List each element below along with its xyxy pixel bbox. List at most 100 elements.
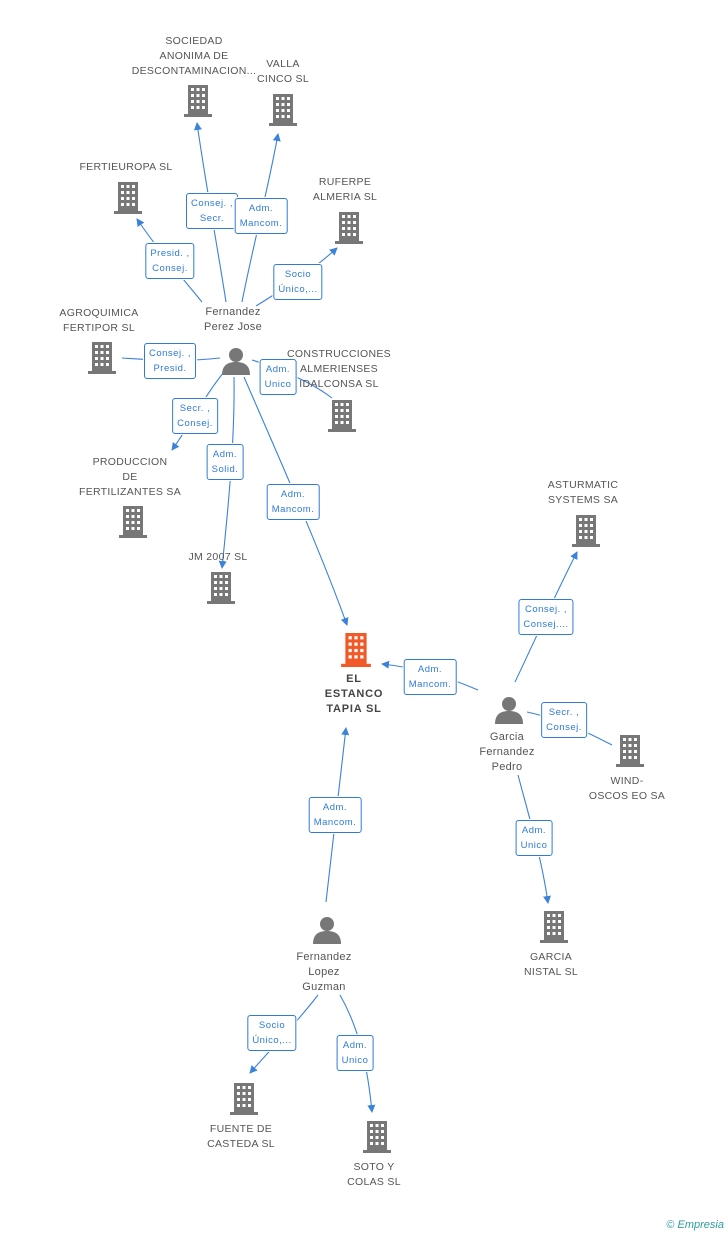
role-line: Adm. bbox=[322, 802, 348, 813]
label-line: NISTAL SL bbox=[523, 966, 579, 978]
role-line: Mancom. bbox=[271, 504, 315, 515]
label-line: SOCIEDAD bbox=[165, 35, 223, 47]
label-line: PRODUCCION bbox=[92, 456, 168, 468]
role-line: Adm. bbox=[521, 825, 547, 836]
building-icon bbox=[119, 506, 147, 538]
company-label-wind[interactable]: WIND- OSCOS EO SA bbox=[589, 774, 665, 804]
role-line: Socio bbox=[284, 269, 312, 280]
building-icon bbox=[184, 85, 212, 117]
role-line: Mancom. bbox=[313, 817, 357, 828]
role-line: Adm. bbox=[417, 664, 443, 675]
role-line: Consej. bbox=[546, 722, 582, 733]
label-line: CASTEDA SL bbox=[207, 1138, 275, 1150]
role-line: Consej. , bbox=[524, 604, 567, 615]
person-icon bbox=[313, 917, 341, 944]
role-line: Consej. bbox=[177, 418, 213, 429]
company-label-agroquimica[interactable]: AGROQUIMICA FERTIPOR SL bbox=[59, 306, 138, 336]
company-label-asturmatic[interactable]: ASTURMATIC SYSTEMS SA bbox=[548, 478, 618, 508]
role-line: Mancom. bbox=[239, 218, 283, 229]
label-line: COLAS SL bbox=[347, 1176, 401, 1188]
main-company-label[interactable]: EL ESTANCO TAPIA SL bbox=[325, 672, 384, 717]
brand-name: Empresia bbox=[677, 1219, 724, 1231]
role-line: Adm. bbox=[280, 489, 306, 500]
role-line: Mancom. bbox=[408, 679, 452, 690]
label-line: CONSTRUCCIONES bbox=[287, 348, 391, 360]
role-badge: Adm. Mancom. bbox=[234, 198, 288, 234]
building-icon bbox=[363, 1121, 391, 1153]
building-icon bbox=[616, 735, 644, 767]
footer-brand[interactable]: ©Empresia bbox=[666, 1219, 724, 1231]
main-building-icon bbox=[341, 633, 371, 667]
role-line: Consej. , bbox=[149, 348, 191, 359]
role-badge: Adm. Solid. bbox=[206, 444, 244, 480]
company-label-produccion[interactable]: PRODUCCION DE FERTILIZANTES SA bbox=[79, 455, 181, 500]
building-icon bbox=[88, 342, 116, 374]
label-line: SYSTEMS SA bbox=[547, 494, 619, 506]
role-line: Unico bbox=[264, 379, 292, 390]
building-icon bbox=[269, 94, 297, 126]
company-label-sociedad[interactable]: SOCIEDAD ANONIMA DE DESCONTAMINACION... bbox=[132, 34, 257, 79]
building-icon bbox=[335, 212, 363, 244]
role-badge: Adm. Unico bbox=[259, 359, 297, 395]
person-label-garcia-fernandez[interactable]: Garcia Fernandez Pedro bbox=[479, 730, 534, 775]
label-line: SOTO Y bbox=[353, 1161, 395, 1173]
role-line: Consej. bbox=[152, 263, 188, 274]
label-line: VALLA bbox=[266, 58, 300, 70]
label-line: Fernandez bbox=[205, 306, 261, 318]
label-line: Fernandez bbox=[479, 746, 535, 758]
label-line: OSCOS EO SA bbox=[588, 790, 666, 802]
role-line: Secr. bbox=[199, 213, 225, 224]
label-line: CINCO SL bbox=[257, 73, 309, 85]
label-line: FERTIPOR SL bbox=[63, 322, 135, 334]
company-label-garcianistal[interactable]: GARCIA NISTAL SL bbox=[524, 950, 578, 980]
building-icon bbox=[328, 400, 356, 432]
company-label-ruferpe[interactable]: RUFERPE ALMERIA SL bbox=[313, 175, 377, 205]
building-icon bbox=[230, 1083, 258, 1115]
label-line: Lopez bbox=[308, 966, 340, 978]
role-badge: Adm. Unico bbox=[336, 1035, 374, 1071]
label-line: ANONIMA DE bbox=[159, 50, 229, 62]
role-badge: Adm. Mancom. bbox=[403, 659, 457, 695]
role-line: Adm. bbox=[212, 449, 238, 460]
label-line: Garcia bbox=[489, 731, 525, 743]
label-line: ESTANCO bbox=[324, 688, 384, 700]
role-badge: Adm. Unico bbox=[515, 820, 553, 856]
person-label-fernandez-perez[interactable]: Fernandez Perez Jose bbox=[204, 305, 262, 335]
role-line: Socio bbox=[258, 1020, 286, 1031]
label-line: AGROQUIMICA bbox=[59, 307, 139, 319]
company-label-valla[interactable]: VALLA CINCO SL bbox=[257, 57, 309, 87]
role-badge: Presid. , Consej. bbox=[145, 243, 195, 279]
company-label-construcciones[interactable]: CONSTRUCCIONES ALMERIENSES IDALCONSA SL bbox=[287, 347, 391, 392]
role-badge: Socio Único,... bbox=[247, 1015, 297, 1051]
building-icon bbox=[114, 182, 142, 214]
role-line: Adm. bbox=[265, 364, 291, 375]
role-line: Solid. bbox=[211, 464, 239, 475]
label-line: FERTILIZANTES SA bbox=[78, 486, 182, 498]
label-line: Perez Jose bbox=[203, 321, 263, 333]
role-line: Secr. , bbox=[179, 403, 211, 414]
building-icon bbox=[572, 515, 600, 547]
role-line: Único,... bbox=[252, 1035, 292, 1046]
role-badge: Secr. , Consej. bbox=[172, 398, 218, 434]
role-badge: Consej. , Secr. bbox=[186, 193, 238, 229]
label-line: DE bbox=[122, 471, 138, 483]
company-label-fuente[interactable]: FUENTE DE CASTEDA SL bbox=[207, 1122, 275, 1152]
role-line: Único,... bbox=[278, 284, 318, 295]
company-label-jm2007[interactable]: JM 2007 SL bbox=[188, 550, 247, 565]
label-line: ALMERIENSES bbox=[300, 363, 378, 375]
label-line: ASTURMATIC bbox=[547, 479, 619, 491]
building-icon bbox=[207, 572, 235, 604]
label-line: GARCIA bbox=[529, 951, 573, 963]
role-line: Presid. , bbox=[150, 248, 190, 259]
role-line: Unico bbox=[520, 840, 548, 851]
role-badge: Consej. , Consej.... bbox=[518, 599, 574, 635]
label-line: TAPIA SL bbox=[326, 703, 382, 715]
person-label-fernandez-lopez[interactable]: Fernandez Lopez Guzman bbox=[296, 950, 351, 995]
role-badge: Secr. , Consej. bbox=[541, 702, 587, 738]
role-badge: Adm. Mancom. bbox=[266, 484, 320, 520]
role-badge: Adm. Mancom. bbox=[308, 797, 362, 833]
label-line: Guzman bbox=[302, 981, 346, 993]
company-label-fertieuropa[interactable]: FERTIEUROPA SL bbox=[79, 160, 172, 175]
company-label-soto[interactable]: SOTO Y COLAS SL bbox=[347, 1160, 401, 1190]
label-line: JM 2007 SL bbox=[188, 551, 248, 563]
